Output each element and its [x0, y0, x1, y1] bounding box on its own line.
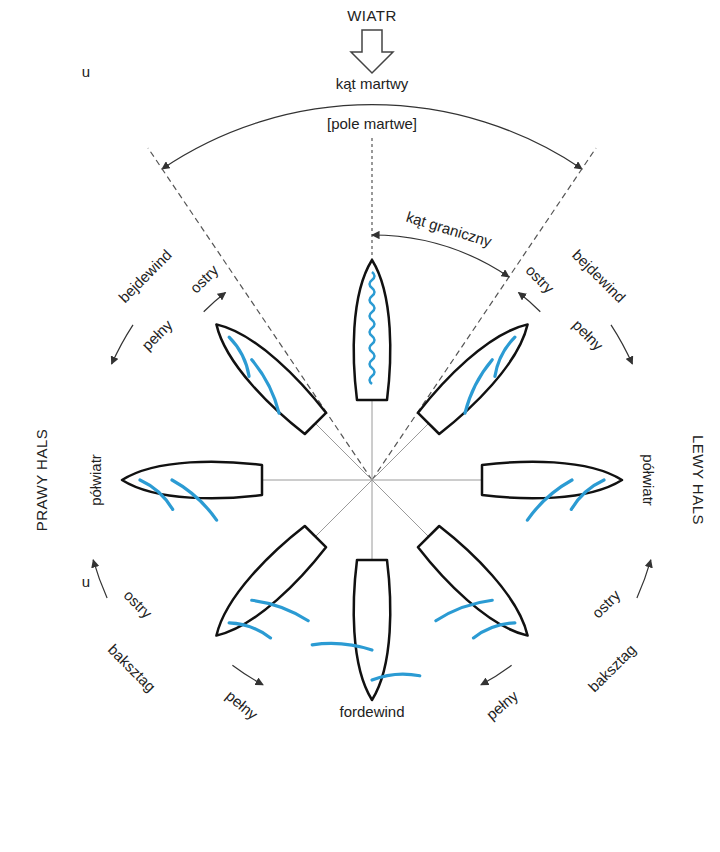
- sail: [372, 674, 420, 680]
- sail: [527, 480, 572, 520]
- course-label: półwiatr: [87, 454, 104, 506]
- boat: [312, 560, 420, 700]
- sail: [312, 643, 372, 650]
- dead-angle-arc: [162, 105, 582, 169]
- wind-arrow: [351, 30, 393, 73]
- direction-arrow: [611, 325, 632, 364]
- sail: [571, 480, 604, 509]
- boat-hull: [416, 311, 541, 436]
- angle-label: kąt martwy: [336, 75, 409, 92]
- sail: [229, 610, 270, 651]
- boat-hull: [203, 311, 328, 436]
- variant-label: pełny: [569, 316, 607, 354]
- dead-angle-line: [148, 148, 372, 480]
- luffing-sail: [370, 272, 375, 384]
- course-ray: [372, 480, 373, 560]
- sail: [220, 337, 259, 376]
- boat: [122, 462, 262, 520]
- course-ray: [372, 480, 429, 537]
- course-ray: [372, 480, 482, 481]
- boat: [203, 524, 353, 674]
- direction-arrow: [204, 293, 226, 312]
- fragment-text: u: [82, 63, 90, 80]
- sail: [485, 337, 524, 376]
- fragment-text: u: [82, 573, 90, 590]
- variant-label: ostry: [588, 587, 623, 622]
- variant-label: pełny: [223, 687, 262, 723]
- direction-arrow: [112, 325, 133, 364]
- boat: [354, 260, 391, 400]
- course-ray: [372, 400, 373, 480]
- tack-label: LEWY HALS: [689, 435, 706, 525]
- variant-label: ostry: [186, 262, 221, 297]
- variant-label: pełny: [138, 316, 176, 354]
- dead-angle-line: [372, 148, 596, 480]
- boat: [416, 311, 541, 436]
- course-label: baksztag: [585, 640, 640, 695]
- boat-hull: [416, 524, 541, 649]
- course-ray: [315, 423, 372, 480]
- boat: [203, 311, 328, 436]
- course-label: bejdewind: [115, 246, 175, 306]
- wind-label: WIATR: [347, 7, 397, 24]
- direction-arrow: [93, 560, 107, 598]
- wind-axis-line: [371, 138, 372, 268]
- tack-label: PRAWY HALS: [33, 429, 50, 532]
- variant-label: ostry: [523, 262, 558, 297]
- course-ray: [262, 480, 372, 481]
- boat: [482, 462, 622, 520]
- direction-arrow: [232, 665, 263, 685]
- sail: [474, 610, 515, 651]
- course-label: półwiatr: [639, 454, 656, 506]
- direction-arrow: [481, 665, 512, 685]
- course-label: bejdewind: [569, 246, 629, 306]
- course-ray: [372, 423, 429, 480]
- sail: [140, 480, 173, 509]
- boat-hull: [354, 260, 391, 400]
- variant-label: ostry: [120, 587, 155, 622]
- sail: [172, 480, 217, 520]
- angle-label: kąt graniczny: [404, 208, 494, 250]
- direction-arrow: [519, 293, 541, 312]
- course-label: baksztag: [104, 640, 159, 695]
- boat-hull: [203, 524, 328, 649]
- course-label: fordewind: [339, 703, 404, 720]
- variant-label: pełny: [483, 687, 522, 723]
- boat: [390, 524, 540, 674]
- direction-arrow: [637, 560, 651, 598]
- angle-label: [pole martwe]: [327, 115, 417, 132]
- course-ray: [315, 480, 372, 537]
